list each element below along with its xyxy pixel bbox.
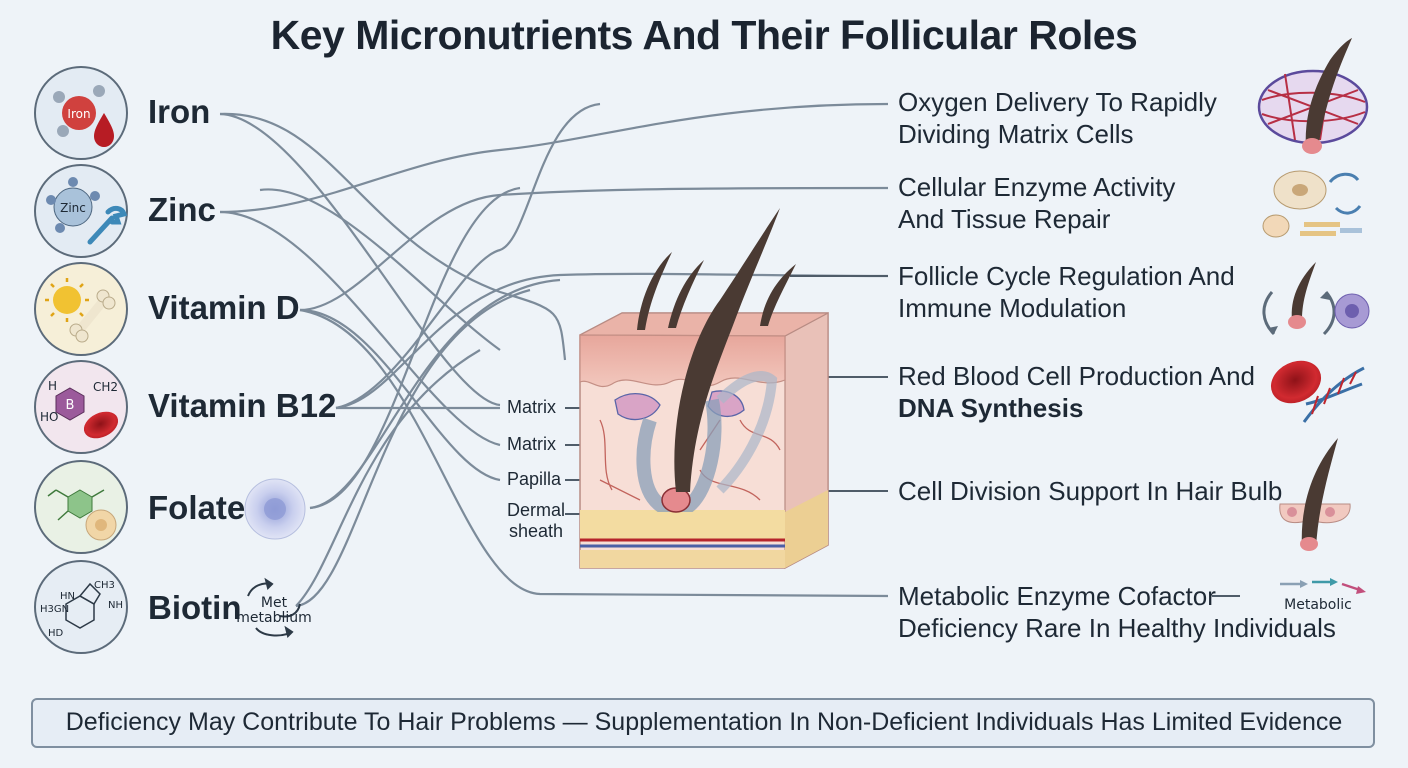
enzyme-cells-icon xyxy=(1262,170,1362,238)
footer-banner xyxy=(31,698,1375,748)
connector-line xyxy=(219,112,567,361)
nutrient-label-vitamin-d: Vitamin D xyxy=(148,289,300,326)
nutrient-label-folate: Folate xyxy=(148,489,246,526)
svg-text:CH2: CH2 xyxy=(93,380,118,394)
metabolism-cycle-icon xyxy=(247,577,301,638)
connector-line xyxy=(219,102,889,214)
svg-text:H3GN: H3GN xyxy=(40,604,69,615)
connector-line xyxy=(335,102,601,410)
hair-bulb-icon xyxy=(1279,438,1351,551)
nutrient-label-zinc: Zinc xyxy=(148,191,216,228)
skin-cross-section xyxy=(579,311,829,570)
capillary-network-follicle-icon xyxy=(1257,38,1369,154)
svg-text:NH: NH xyxy=(108,600,123,611)
connector-line xyxy=(299,308,501,482)
svg-text:HO: HO xyxy=(40,410,58,424)
connector-line xyxy=(295,349,481,607)
biotin-badge-line2: metablium xyxy=(236,610,312,626)
structure-label-papilla: Papilla xyxy=(507,469,562,489)
svg-text:HD: HD xyxy=(48,628,64,639)
biotin-badge-line1: Met xyxy=(261,595,288,611)
connector-lines xyxy=(219,102,889,608)
nutrient-label-biotin: Biotin xyxy=(148,589,242,626)
svg-text:H: H xyxy=(48,379,57,393)
structure-label-matrix: Matrix xyxy=(507,397,556,417)
biotin-molecule-icon: CH3 HN NH H3GN HD xyxy=(34,560,128,654)
folate-molecule-cell-icon xyxy=(34,460,128,554)
structure-label-dermal-sheath: Dermal sheath xyxy=(506,500,565,541)
connector-line xyxy=(219,210,501,447)
connector-line xyxy=(259,188,501,351)
hair-strands xyxy=(637,208,796,492)
nutrient-label-iron: Iron xyxy=(148,93,211,130)
svg-text:CH3: CH3 xyxy=(94,580,115,591)
follicle-cycle-immune-cell-icon xyxy=(1262,262,1370,336)
svg-text:HN: HN xyxy=(60,591,75,602)
red-blood-cell-dna-icon xyxy=(1270,360,1365,423)
iron-molecule-blood-drop-icon: Iron xyxy=(34,66,128,160)
connector-line xyxy=(299,186,889,312)
connector-line xyxy=(219,112,501,407)
connector-line xyxy=(309,186,521,510)
connector-line xyxy=(295,288,531,608)
page-title: Key Micronutrients And Their Follicular … xyxy=(270,12,1138,58)
svg-text:Iron: Iron xyxy=(67,107,90,121)
structure-label-matrix: Matrix xyxy=(507,434,556,454)
role-cell-division: Cell Division Support In Hair Bulb xyxy=(898,476,1283,506)
footer-text: Deficiency May Contribute To Hair Proble… xyxy=(65,708,1343,736)
nutrient-icons: Iron Zinc B H xyxy=(34,66,312,654)
nutrient-label-vitamin-b12: Vitamin B12 xyxy=(148,387,337,424)
zinc-atom-wrench-icon: Zinc xyxy=(34,164,128,258)
cell-icon xyxy=(244,478,306,540)
main-hair-shaft xyxy=(674,208,780,492)
svg-text:B: B xyxy=(66,398,75,413)
connector-line xyxy=(335,272,889,410)
metabolic-pathway-icon: Metabolic xyxy=(1280,578,1366,613)
b12-molecule-red-cell-icon: B H CH2 HO xyxy=(34,360,128,454)
sun-bone-icon xyxy=(34,262,128,356)
svg-text:Metabolic: Metabolic xyxy=(1284,597,1352,613)
svg-text:Zinc: Zinc xyxy=(60,201,86,215)
role-icons: Metabolic xyxy=(1257,38,1370,613)
